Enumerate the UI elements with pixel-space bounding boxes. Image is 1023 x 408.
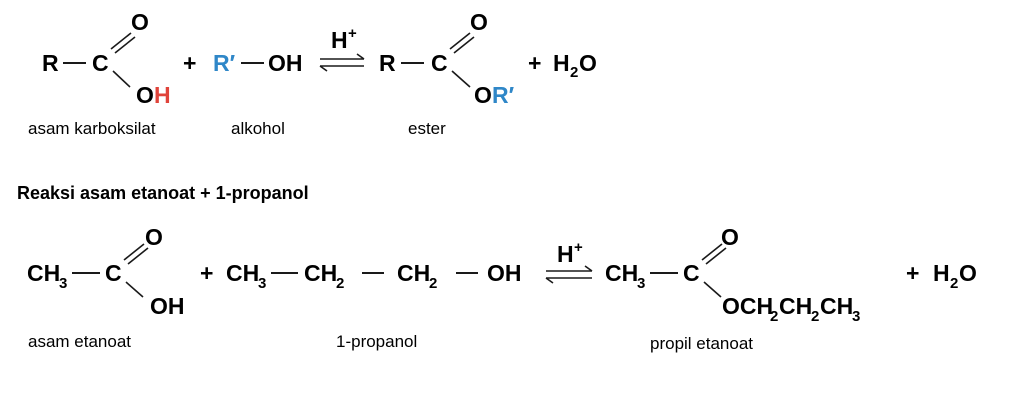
- propyl-ethanoate-chain: OCH 2 CH 2 CH 3: [722, 293, 860, 325]
- ester-single-bond: [451, 70, 471, 88]
- svg-text:CH: CH: [226, 260, 259, 286]
- ethanoic-acid: CH 3 C O OH: [27, 224, 185, 319]
- propyl-ethanoate-double-bond-b: [705, 247, 727, 265]
- acid-hydroxyl-hydrogen: H: [154, 82, 171, 108]
- propanol-oh: OH: [487, 260, 522, 286]
- alcohol-r-prime: R′: [213, 50, 236, 76]
- water-sub-2: 2: [570, 64, 578, 81]
- general-alcohol: R′ OH: [213, 50, 303, 76]
- propyl-ethanoate-single-bond: [703, 281, 722, 298]
- svg-text:2: 2: [336, 275, 344, 292]
- acid-double-bond-a: [110, 32, 132, 50]
- ester-carbon: C: [431, 50, 448, 76]
- example-catalyst-h: H: [557, 241, 574, 267]
- ester-oxygen: O: [474, 82, 492, 108]
- label-alcohol: alkohol: [231, 119, 285, 138]
- ethanoic-acid-carbon: C: [105, 260, 122, 286]
- example-catalyst-plus: +: [574, 239, 583, 256]
- acid-r-group: R: [42, 50, 59, 76]
- ethanoic-acid-single-bond: [125, 281, 144, 298]
- plus-sign-2: +: [528, 50, 541, 76]
- catalyst-h: H: [331, 27, 348, 53]
- svg-text:2: 2: [950, 275, 958, 292]
- water-h: H: [553, 50, 570, 76]
- alcohol-oh: OH: [268, 50, 303, 76]
- propyl-ethanoate-carbon: C: [683, 260, 700, 286]
- svg-text:3: 3: [852, 308, 860, 325]
- label-ester: ester: [408, 119, 446, 138]
- label-propanol: 1-propanol: [336, 332, 417, 351]
- propanol-ch2-b: CH 2: [397, 260, 437, 292]
- svg-text:CH: CH: [779, 293, 812, 319]
- acid-single-bond: [112, 70, 131, 88]
- propyl-ethanoate: CH 3 C O OCH 2 CH 2 CH 3: [605, 224, 860, 325]
- plus-sign-1: +: [183, 50, 196, 76]
- example-water: H 2 O: [933, 260, 977, 292]
- example-plus-sign-2: +: [906, 260, 919, 286]
- propanol-ch3: CH 3: [226, 260, 266, 292]
- example-reaction: CH 3 C O OH + CH 3 CH 2 CH: [27, 224, 977, 353]
- label-ethanoic-acid: asam etanoat: [28, 332, 131, 351]
- svg-text:CH: CH: [27, 260, 60, 286]
- acid-double-bond-b: [114, 36, 136, 54]
- catalyst-plus: +: [348, 25, 357, 42]
- svg-text:CH: CH: [397, 260, 430, 286]
- label-carboxylic-acid: asam karboksilat: [28, 119, 156, 138]
- propanol: CH 3 CH 2 CH 2 OH: [226, 260, 522, 292]
- propyl-ethanoate-carbonyl-oxygen: O: [721, 224, 739, 250]
- ethanoic-acid-carbonyl-oxygen: O: [145, 224, 163, 250]
- svg-text:H: H: [933, 260, 950, 286]
- ester-r-group: R: [379, 50, 396, 76]
- ethanoic-acid-ch3: CH 3: [27, 260, 67, 292]
- acid-hydroxyl-oxygen: O: [136, 82, 154, 108]
- svg-text:CH: CH: [605, 260, 638, 286]
- example-plus-sign-1: +: [200, 260, 213, 286]
- ethanoic-acid-double-bond-a: [123, 243, 145, 261]
- svg-text:O: O: [959, 260, 977, 286]
- example-forward-arrow: [546, 265, 593, 272]
- svg-text:CH: CH: [304, 260, 337, 286]
- ester-double-bond-b: [453, 36, 475, 54]
- reverse-arrow: [319, 65, 364, 72]
- svg-text:2: 2: [429, 275, 437, 292]
- propanol-ch2-a: CH 2: [304, 260, 344, 292]
- example-equilibrium-arrow: H +: [545, 239, 593, 284]
- svg-text:CH: CH: [820, 293, 853, 319]
- forward-arrow: [320, 53, 365, 60]
- ester-r-prime: R′: [492, 82, 515, 108]
- ester-carbonyl-oxygen: O: [470, 9, 488, 35]
- general-carboxylic-acid: R C O O H: [42, 9, 171, 108]
- svg-text:3: 3: [258, 275, 266, 292]
- example-reverse-arrow: [545, 277, 592, 284]
- propyl-ethanoate-ch3: CH 3: [605, 260, 645, 292]
- general-water: H 2 O: [553, 50, 597, 81]
- water-o: O: [579, 50, 597, 76]
- general-equilibrium-arrow: H +: [319, 25, 365, 72]
- svg-text:OCH: OCH: [722, 293, 773, 319]
- label-propyl-ethanoate: propil etanoat: [650, 334, 753, 353]
- general-ester: R C O O R′: [379, 9, 515, 108]
- ethanoic-acid-double-bond-b: [127, 247, 149, 265]
- ester-double-bond-a: [449, 32, 471, 50]
- svg-text:3: 3: [59, 275, 67, 292]
- svg-text:3: 3: [637, 275, 645, 292]
- svg-text:2: 2: [770, 308, 778, 325]
- acid-carbonyl-oxygen: O: [131, 9, 149, 35]
- propyl-ethanoate-double-bond-a: [701, 243, 723, 261]
- acid-carbon: C: [92, 50, 109, 76]
- general-reaction: R C O O H + R′ OH H + R C: [28, 9, 597, 138]
- ethanoic-acid-oh: OH: [150, 293, 185, 319]
- svg-text:2: 2: [811, 308, 819, 325]
- example-title: Reaksi asam etanoat + 1-propanol: [17, 183, 309, 203]
